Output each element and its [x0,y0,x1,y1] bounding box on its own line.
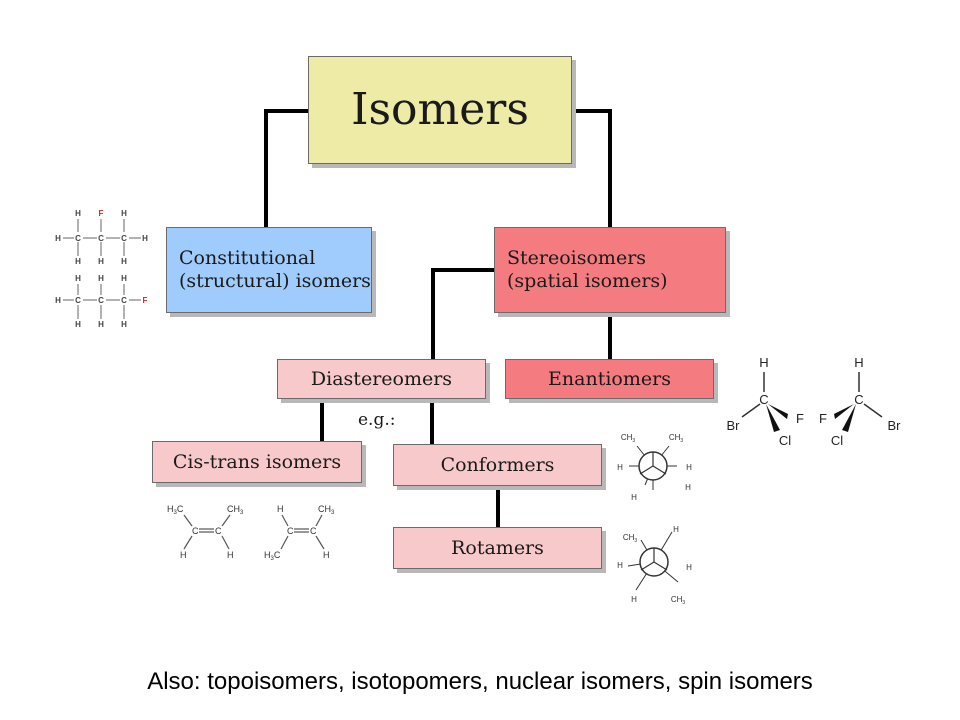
line-isomers-to-stereo [570,109,612,229]
atom-ch3: CH3 [227,504,244,516]
atom-h: H [75,274,81,283]
constitutional-label-line1: Constitutional [179,247,316,270]
atom-ch3: CH3 [623,533,638,544]
atom-h: H [121,209,127,218]
atom-c: C [98,296,104,305]
conformers-label: Conformers [440,453,555,476]
atom-h: H [98,257,104,266]
atom-h: H [75,257,81,266]
structural-isomer-molecule-2: H H H H C C C F H H H [55,274,147,329]
atom-h: H [673,525,679,534]
atom-h: H [121,320,127,329]
atom-ch3: CH3 [621,433,636,444]
cis-trans-label: Cis-trans isomers [172,450,342,473]
diastereomers-label: Diastereomers [310,367,453,390]
atom-ch3: CH3 [669,433,684,444]
atom-br: Br [888,418,902,433]
cis-trans-isomers-box: Cis-trans isomers [152,441,362,483]
atom-c: C [759,392,768,407]
newman-projection-staggered: CH3 CH3 H H H H [617,433,692,502]
atom-h: H [854,355,863,370]
stereoisomers-label-line1: Stereoisomers [507,247,647,270]
line-isomers-to-constitutional [264,109,310,229]
line-stereo-to-diastereomers [431,268,496,361]
atom-c: C [75,296,81,305]
atom-h: H [142,234,148,243]
atom-h: H [759,355,768,370]
atom-h: H [686,563,692,572]
atom-c: C [75,234,81,243]
rotamers-box: Rotamers [393,527,602,569]
trans-bonds [280,514,325,550]
enantiomer-molecule-left: H C F Br Cl [727,355,805,448]
atom-h: H [323,550,330,560]
stereoisomers-label-line2: (spatial isomers) [507,270,668,292]
atom-h: H [121,274,127,283]
enantiomers-box: Enantiomers [505,359,714,399]
atom-h: H [617,463,623,472]
isomers-label: Isomers [351,83,529,135]
stereoisomers-box: Stereoisomers (spatial isomers) [494,227,726,313]
atom-h: H [685,483,691,492]
atom-h: H [631,595,637,604]
atom-f: F [796,411,804,426]
trans-molecule: H CH3 C C H3C H [264,504,335,562]
cis-molecule: H3C CH3 C C H H [167,504,244,560]
isomers-box: Isomers [308,56,572,164]
constitutional-label-line2: (structural) isomers [179,270,371,292]
atom-h: H [98,274,104,283]
structural-isomer-bonds-2 [63,284,141,319]
atom-h3c: H3C [167,504,184,516]
atom-h: H [121,257,127,266]
atom-h: H [75,209,81,218]
atom-c: C [215,526,222,536]
atom-br: Br [727,418,741,433]
atom-f: F [143,296,148,305]
footer-note: Also: topoisomers, isotopomers, nuclear … [147,668,813,695]
atom-ch3: CH3 [671,595,686,606]
atom-c: C [854,392,863,407]
atom-c: C [98,234,104,243]
atom-h: H [180,550,187,560]
atom-c: C [192,526,199,536]
diastereomers-box: Diastereomers [277,359,486,399]
newman-projection-gauche: CH3 H H H H CH3 [617,525,692,606]
atom-h: H [98,320,104,329]
atom-h: H [631,493,637,502]
atom-f: F [819,411,827,426]
atom-ch3: CH3 [318,504,335,516]
atom-h: H [227,550,234,560]
example-label: e.g.: [358,410,396,430]
atom-c: C [310,526,317,536]
enantiomers-label: Enantiomers [548,367,671,390]
atom-cl: Cl [831,433,843,448]
atom-h: H [75,320,81,329]
atom-h: H [617,561,623,570]
rotamers-label: Rotamers [451,536,544,559]
atom-c: C [121,234,127,243]
atom-h: H [55,296,61,305]
atom-h3c: H3C [264,550,281,562]
atom-h: H [55,234,61,243]
atom-f: F [99,209,104,218]
constitutional-isomers-box: Constitutional (structural) isomers [166,227,372,313]
atom-c: C [287,526,294,536]
atom-h: H [277,504,284,514]
atom-c: C [121,296,127,305]
atom-cl: Cl [779,433,791,448]
cis-bonds [183,514,231,550]
structural-isomer-bonds-1 [63,219,141,256]
enantiomer-molecule-right: H C F Br Cl [819,355,901,448]
structural-isomer-molecule-1: H F H H C C C H H H H [55,209,148,266]
conformers-box: Conformers [393,444,602,486]
atom-h: H [686,463,692,472]
